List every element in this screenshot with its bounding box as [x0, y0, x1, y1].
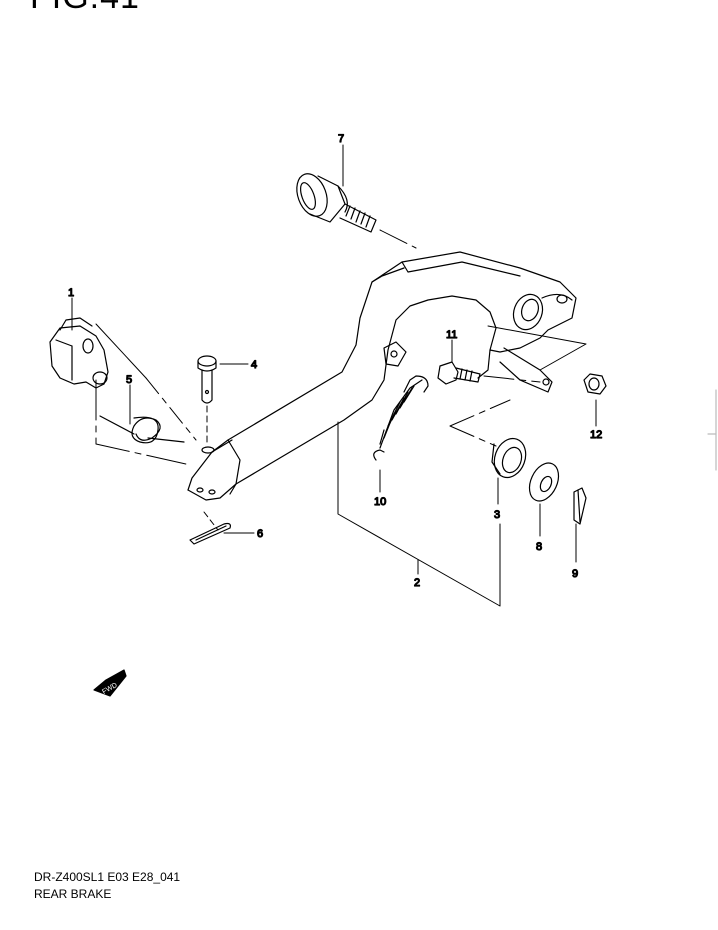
- nut-part: [583, 373, 607, 395]
- callout-9: 9: [572, 568, 578, 580]
- cotter-pin-part: [189, 522, 231, 545]
- callout-3: 3: [494, 509, 500, 521]
- callout-1: 1: [68, 287, 74, 299]
- forward-direction-icon: FWD: [93, 669, 127, 697]
- bracket-part: [49, 317, 109, 389]
- brake-pedal-part: [187, 251, 577, 501]
- callout-10: 10: [374, 496, 386, 508]
- callout-8: 8: [536, 541, 542, 553]
- leader-lines: [71, 144, 597, 607]
- callout-5: 5: [126, 374, 132, 386]
- oil-seal-part: [491, 437, 527, 479]
- clevis-pin-part: [197, 355, 217, 404]
- figure-label: FIG.41: [30, 0, 140, 17]
- adjust-bolt-part: [437, 361, 481, 385]
- pivot-bolt-part: [296, 173, 377, 233]
- callout-6: 6: [257, 528, 263, 540]
- callout-4: 4: [251, 359, 257, 371]
- torsion-spring-part: [99, 415, 185, 444]
- washer-part: [528, 462, 560, 502]
- callout-2: 2: [414, 577, 420, 589]
- model-code: DR-Z400SL1 E03 E28_041: [34, 870, 181, 884]
- small-cotter-pin-part: [573, 487, 587, 525]
- return-spring-part: [373, 375, 429, 461]
- callout-12: 12: [590, 429, 602, 441]
- callout-7: 7: [338, 133, 344, 145]
- section-title: REAR BRAKE: [34, 887, 112, 901]
- callout-11: 11: [446, 329, 457, 341]
